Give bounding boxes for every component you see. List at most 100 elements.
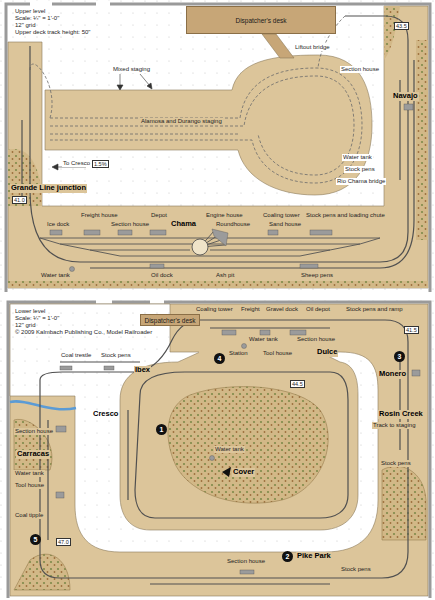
place-name: Chama bbox=[170, 220, 197, 229]
note-text: Stock pens bbox=[100, 352, 132, 359]
main-track bbox=[22, 16, 414, 268]
callout-text: 4 bbox=[218, 355, 222, 362]
elevation-tag: 44.5 bbox=[290, 380, 305, 388]
door-gap bbox=[96, 1, 110, 7]
note-text: Liftout bridge bbox=[294, 44, 331, 51]
note-text: Tool house bbox=[262, 350, 293, 357]
note-text: Section house bbox=[340, 66, 380, 73]
callout-number: 2 bbox=[282, 551, 293, 562]
building bbox=[70, 267, 75, 272]
place-name: Dulce bbox=[316, 348, 338, 357]
place-name: Carracas bbox=[16, 450, 50, 459]
building bbox=[222, 330, 236, 335]
peninsula bbox=[120, 352, 358, 530]
building bbox=[150, 230, 166, 235]
building bbox=[50, 230, 62, 235]
note-text: Upper level bbox=[14, 8, 46, 15]
desk-area: Dispatcher's desk bbox=[140, 314, 200, 326]
door-gap bbox=[30, 1, 110, 7]
benchwork bbox=[10, 304, 428, 596]
desk-text: Dispatcher's desk bbox=[144, 317, 195, 324]
staging-track bbox=[30, 64, 52, 118]
building bbox=[56, 426, 66, 432]
note-text: Water tank bbox=[342, 154, 373, 161]
room-wall bbox=[8, 302, 430, 598]
scenery bbox=[8, 149, 42, 206]
door-gap bbox=[30, 1, 52, 7]
note-text: Water tank bbox=[214, 446, 245, 453]
building bbox=[240, 570, 254, 574]
building bbox=[412, 370, 420, 376]
main-track bbox=[127, 410, 128, 500]
main-track bbox=[135, 372, 348, 518]
room-wall bbox=[8, 302, 430, 598]
note-text: Tool house bbox=[14, 482, 45, 489]
scenery bbox=[8, 6, 428, 288]
note-text: Rio Chama bridge bbox=[336, 178, 386, 185]
building bbox=[50, 104, 413, 272]
place-name: Cover bbox=[232, 468, 255, 477]
note-text: Coal tipple bbox=[14, 512, 44, 519]
building bbox=[242, 344, 247, 349]
room-wall bbox=[6, 4, 430, 292]
staging-track bbox=[50, 76, 354, 175]
benchwork bbox=[262, 34, 294, 58]
desk-text: Dispatcher's desk bbox=[235, 17, 286, 24]
room-wall bbox=[6, 4, 430, 292]
building bbox=[56, 492, 64, 498]
building bbox=[310, 230, 332, 235]
peninsula bbox=[199, 340, 321, 364]
benchwork bbox=[8, 6, 428, 288]
note-text: Coaling tower bbox=[195, 306, 234, 313]
building bbox=[290, 330, 306, 335]
note-text: Roundhouse bbox=[215, 221, 251, 228]
leader-arrow bbox=[52, 74, 152, 170]
note-text: Scale: ¼" = 1'-0" bbox=[14, 15, 60, 22]
elevation-tag: 47.0 bbox=[56, 538, 71, 546]
note-text: Engine house bbox=[205, 212, 244, 219]
note-text: Section house bbox=[110, 221, 150, 228]
note-text: Depot bbox=[150, 212, 168, 219]
aisle-grid bbox=[10, 304, 378, 552]
place-name: Navajo bbox=[392, 92, 419, 101]
note-text: Stock pens and loading chute bbox=[305, 212, 386, 219]
staging-track bbox=[30, 16, 362, 183]
staging-track bbox=[50, 68, 362, 183]
leader-arrow bbox=[117, 85, 123, 90]
building bbox=[56, 330, 420, 574]
note-text: Station bbox=[228, 350, 249, 357]
note-text: Stock pens and ramp bbox=[345, 306, 404, 313]
note-text: © 2009 Kalmbach Publishing Co., Model Ra… bbox=[14, 329, 153, 336]
elevation-tag: 1.5% bbox=[92, 160, 109, 168]
note-text: Sheep pens bbox=[300, 272, 334, 279]
callout-text: 1 bbox=[160, 426, 164, 433]
callout-number: 5 bbox=[30, 534, 41, 545]
note-text: Lower level bbox=[14, 308, 46, 315]
main-track bbox=[47, 420, 48, 540]
scenery bbox=[384, 6, 400, 60]
yard-track bbox=[40, 231, 380, 256]
note-text: Section house bbox=[296, 336, 336, 343]
terrain bbox=[14, 419, 52, 470]
peninsula bbox=[120, 340, 358, 530]
callout-text: 2 bbox=[286, 553, 290, 560]
aisle bbox=[10, 304, 378, 552]
main-track bbox=[30, 16, 408, 262]
place-name: Cresco bbox=[92, 410, 119, 419]
note-text: Alamosa and Durango staging bbox=[140, 118, 223, 125]
aisle-grid bbox=[10, 304, 378, 552]
benchwork bbox=[8, 6, 428, 288]
callout-number: 3 bbox=[394, 351, 405, 362]
yard-track bbox=[90, 250, 190, 251]
terrain bbox=[14, 387, 426, 590]
benchwork bbox=[10, 304, 428, 596]
river bbox=[10, 401, 76, 409]
callout-number: 4 bbox=[214, 353, 225, 364]
building bbox=[212, 229, 228, 246]
building bbox=[404, 104, 413, 110]
main-track bbox=[210, 327, 330, 328]
main-track bbox=[40, 320, 408, 578]
